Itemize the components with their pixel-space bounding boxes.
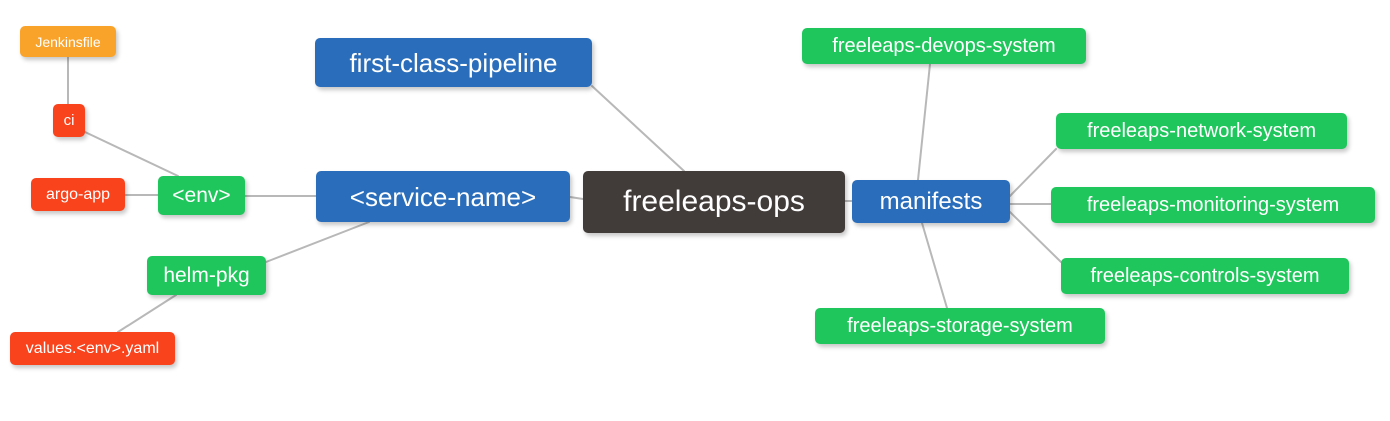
node-env[interactable]: <env> bbox=[158, 176, 245, 215]
node-label: first-class-pipeline bbox=[349, 47, 558, 78]
edge-service-name-to-freeleaps-ops bbox=[569, 196, 584, 200]
node-argo-app[interactable]: argo-app bbox=[31, 178, 125, 211]
node-helm-pkg[interactable]: helm-pkg bbox=[147, 256, 266, 295]
node-label: freeleaps-ops bbox=[623, 185, 805, 218]
node-label: <env> bbox=[172, 184, 231, 207]
node-label: freeleaps-monitoring-system bbox=[1086, 194, 1340, 216]
node-freeleaps-ops[interactable]: freeleaps-ops bbox=[583, 171, 845, 233]
node-ci[interactable]: ci bbox=[53, 104, 85, 137]
node-label: freeleaps-controls-system bbox=[1090, 265, 1320, 287]
node-manifests[interactable]: manifests bbox=[852, 180, 1010, 223]
node-label: ci bbox=[63, 112, 75, 129]
node-freeleaps-monitoring-system[interactable]: freeleaps-monitoring-system bbox=[1051, 187, 1375, 223]
node-jenkinsfile[interactable]: Jenkinsfile bbox=[20, 26, 116, 57]
node-service-name[interactable]: <service-name> bbox=[316, 171, 570, 222]
node-label: Jenkinsfile bbox=[35, 33, 101, 50]
node-label: values.<env>.yaml bbox=[25, 339, 160, 357]
node-label: manifests bbox=[879, 187, 983, 215]
node-first-class-pipeline[interactable]: first-class-pipeline bbox=[315, 38, 592, 87]
edge-first-class-pipeline-to-freeleaps-ops bbox=[591, 85, 685, 172]
node-label: argo-app bbox=[45, 185, 111, 203]
edge-values-env-yaml-to-helm-pkg bbox=[117, 294, 177, 333]
edge-freeleaps-storage-system-to-manifests bbox=[921, 222, 948, 309]
node-label: freeleaps-storage-system bbox=[847, 315, 1073, 337]
node-freeleaps-network-system[interactable]: freeleaps-network-system bbox=[1056, 113, 1347, 149]
node-freeleaps-storage-system[interactable]: freeleaps-storage-system bbox=[815, 308, 1105, 344]
node-freeleaps-controls-system[interactable]: freeleaps-controls-system bbox=[1061, 258, 1349, 294]
node-freeleaps-devops-system[interactable]: freeleaps-devops-system bbox=[802, 28, 1086, 64]
edge-freeleaps-network-system-to-manifests bbox=[1009, 148, 1057, 197]
edge-helm-pkg-to-service-name bbox=[265, 221, 370, 263]
node-label: freeleaps-devops-system bbox=[832, 35, 1056, 57]
node-values-env-yaml[interactable]: values.<env>.yaml bbox=[10, 332, 175, 365]
node-label: helm-pkg bbox=[163, 264, 250, 287]
edge-freeleaps-devops-system-to-manifests bbox=[917, 63, 931, 181]
edge-ci-to-env bbox=[84, 131, 179, 177]
node-label: <service-name> bbox=[349, 181, 537, 212]
node-label: freeleaps-network-system bbox=[1087, 120, 1316, 142]
